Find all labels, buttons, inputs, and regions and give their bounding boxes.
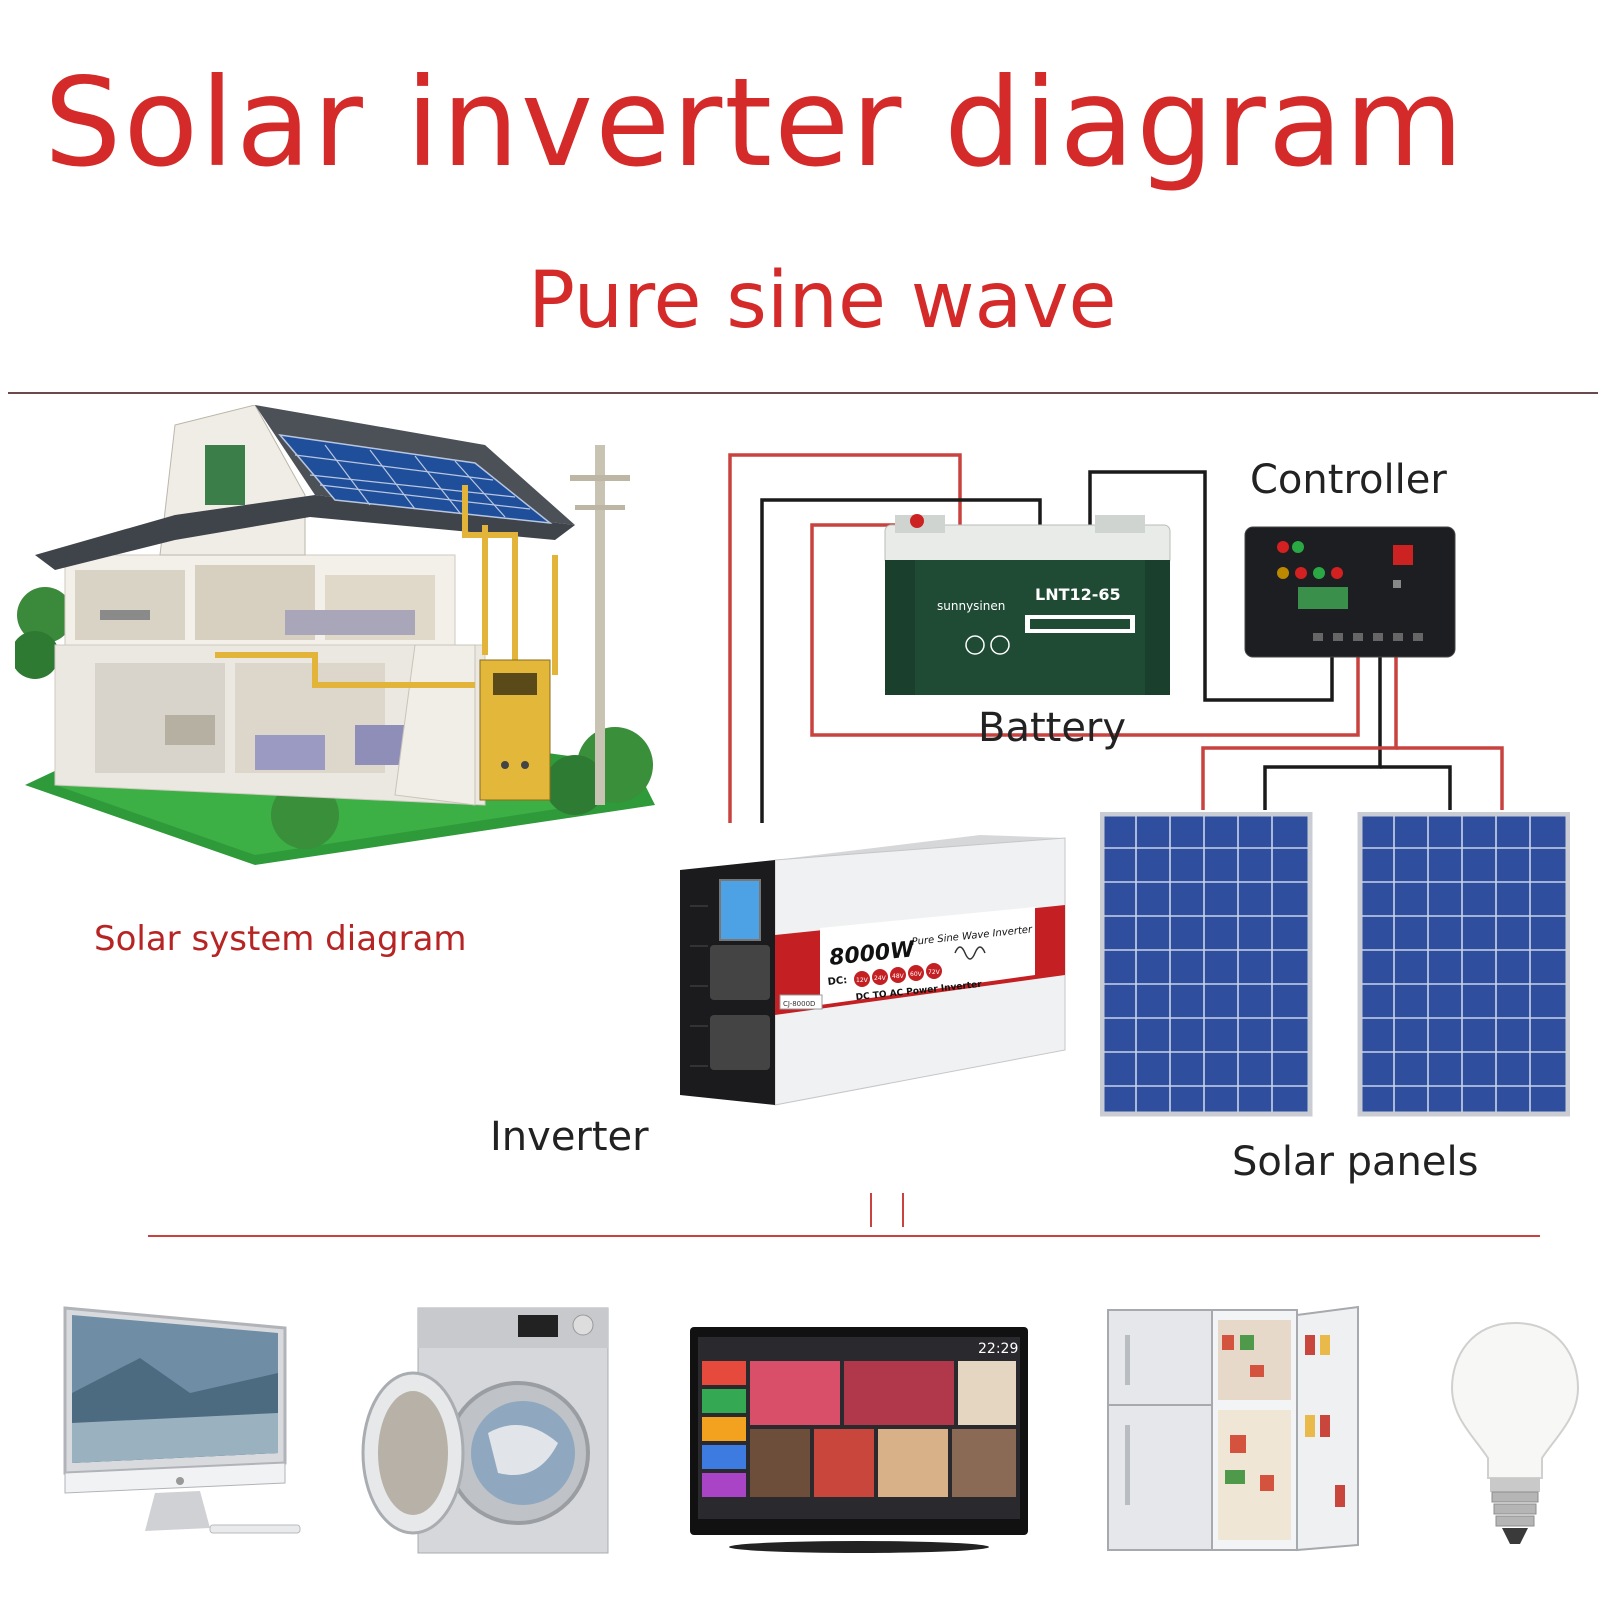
output-connector-left xyxy=(870,1193,872,1227)
wire-panels-series-black xyxy=(1380,765,1452,810)
inverter-voltage-60v: 60V xyxy=(910,971,923,978)
battery-image: sunnysinen LNT12-65 xyxy=(884,514,1171,695)
appliances-divider xyxy=(148,1235,1540,1237)
wire-controller-panels-black xyxy=(1263,655,1382,810)
inverter-voltage-72v: 72V xyxy=(928,969,941,976)
inverter-voltage-24v: 24V xyxy=(874,975,887,982)
desktop-computer-icon xyxy=(63,1306,301,1534)
page-title: Solar inverter diagram xyxy=(44,52,1466,194)
label-battery: Battery xyxy=(978,705,1127,751)
light-bulb-icon xyxy=(1450,1321,1580,1544)
header-divider xyxy=(8,392,1598,394)
tv-clock: 22:29 xyxy=(978,1341,1018,1357)
inverter-image: 8000W Pure Sine Wave Inverter DC: 12V 24… xyxy=(680,835,1066,1106)
solar-panel-left xyxy=(1100,812,1313,1117)
inverter-voltage-12v: 12V xyxy=(856,977,869,984)
wire-controller-panels-red xyxy=(1201,655,1398,810)
output-connector-right xyxy=(902,1193,904,1227)
refrigerator-icon xyxy=(1107,1305,1359,1552)
inverter-model: CJ-8000D xyxy=(783,1000,815,1008)
battery-brand: sunnysinen xyxy=(937,599,1005,613)
inverter-voltage-badges: 12V 24V 48V 60V 72V xyxy=(854,963,942,987)
label-solar-panels: Solar panels xyxy=(1232,1139,1479,1185)
solar-panels-image xyxy=(1100,812,1570,1117)
battery-model: LNT12-65 xyxy=(1035,585,1121,604)
charge-controller-image xyxy=(1244,526,1456,658)
television-icon: 22:29 xyxy=(690,1327,1028,1553)
sine-wave-icon xyxy=(954,946,986,960)
label-inverter: Inverter xyxy=(490,1114,649,1160)
wire-panels-red-right xyxy=(1396,746,1504,810)
solar-house-illustration xyxy=(15,405,655,865)
wire-battery-controller-black xyxy=(1088,470,1334,702)
inverter-voltage-48v: 48V xyxy=(892,973,905,980)
wire-inverter-battery-black xyxy=(760,498,1042,823)
inverter-dc-prefix: DC: xyxy=(827,975,848,988)
solar-panel-right xyxy=(1357,812,1570,1117)
page-subtitle: Pure sine wave xyxy=(528,256,1117,346)
washing-machine-icon xyxy=(361,1307,609,1554)
label-solar-system: Solar system diagram xyxy=(94,919,467,959)
wire-battery-controller-red xyxy=(810,523,1360,737)
wire-inverter-battery-red xyxy=(728,453,962,823)
label-controller: Controller xyxy=(1250,457,1447,503)
